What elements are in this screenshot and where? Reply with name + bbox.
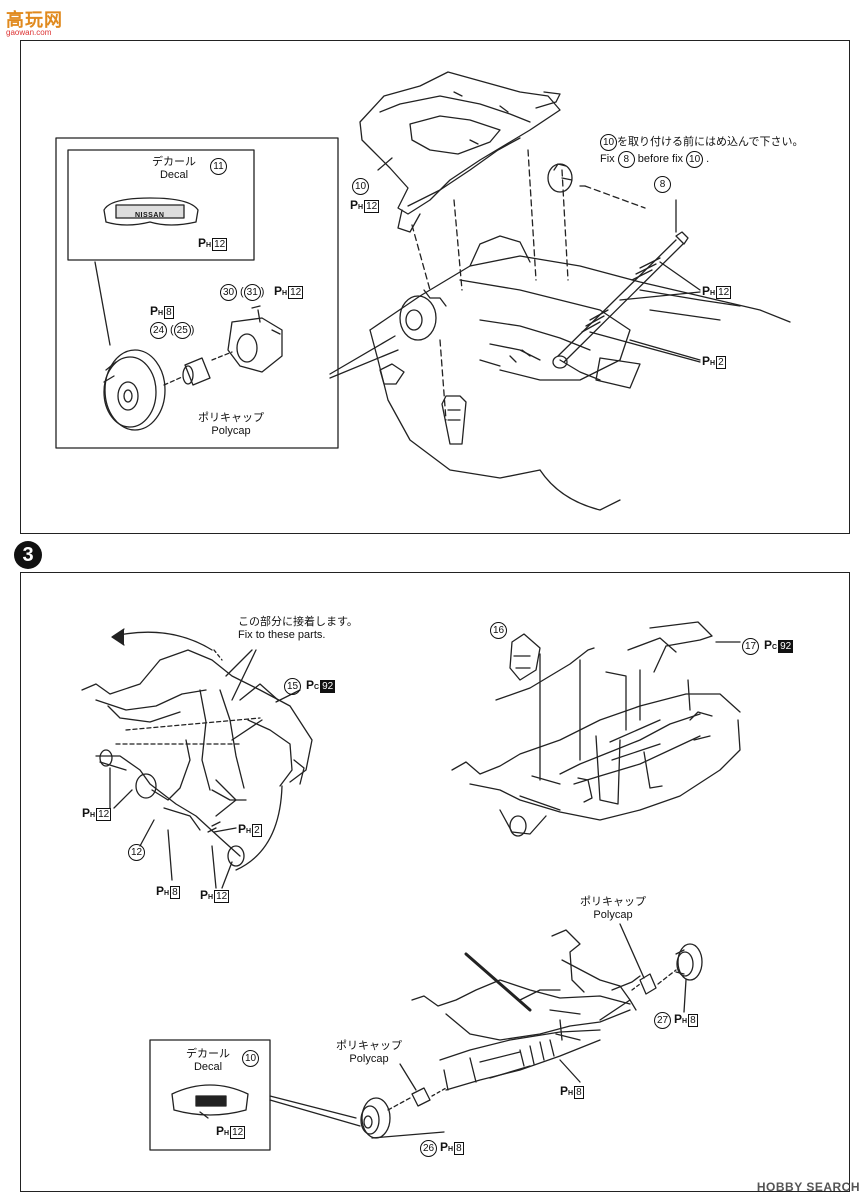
site-logo-sub: gaowan.com [6, 28, 52, 37]
note-part-10-circle: 10 [600, 134, 617, 151]
part-16-label: 16 [490, 622, 507, 639]
decal-lower-number: 10 [242, 1050, 259, 1067]
part-12-label: 12 [128, 844, 145, 861]
part-16-circle: 16 [490, 622, 507, 639]
fix-note-jp: この部分に接着します。 [238, 616, 358, 628]
fix-to-parts-note: この部分に接着します。 Fix to these parts. [238, 616, 358, 642]
polycap-label-lower: ポリキャップ Polycap [336, 1040, 402, 1066]
part-8-label: 8 [654, 176, 671, 193]
part-8-circle: 8 [654, 176, 671, 193]
part-31-circle: 31 [243, 284, 261, 301]
note-part-8-circle: 8 [617, 151, 635, 168]
decal-label-lower: デカール Decal [186, 1048, 230, 1074]
part-24-circle: 24 [150, 322, 167, 339]
part-10-circle: 10 [352, 178, 369, 195]
part-26-circle: 26 [420, 1140, 437, 1157]
part-17-label: 17 [742, 638, 759, 655]
part-27-label: 27 [654, 1012, 671, 1029]
decal-number-circle: 11 [210, 158, 227, 175]
decal-part-number: 11 [210, 158, 227, 175]
polycap-lower-jp: ポリキャップ [336, 1040, 402, 1052]
note-jp-text: を取り付ける前にはめ込んで下さい。 [617, 136, 804, 148]
decal-title-en: Decal [159, 169, 189, 181]
bottom-instruction-panel [20, 572, 850, 1192]
part-10-label: 10 [352, 178, 369, 195]
decal-title-jp: デカール [152, 156, 196, 168]
note-part-10b-circle: 10 [686, 151, 704, 168]
step-number-badge: 3 [14, 541, 42, 569]
decal-logo-text: NISSAN [135, 212, 165, 219]
note-en-before: before fix [637, 153, 684, 165]
fix-note-en: Fix to these parts. [238, 629, 326, 641]
part-25-circle: 25 [173, 322, 191, 339]
polycap-right-en: Polycap [593, 909, 633, 921]
site-logo-main: 高玩网 [6, 10, 63, 30]
decal-lower-en: Decal [193, 1061, 223, 1073]
inset-detail-box [55, 137, 339, 449]
polycap-label-top: ポリキャップ Polycap [198, 412, 264, 438]
part-15-label: 15 [284, 678, 301, 695]
part-15-circle: 15 [284, 678, 301, 695]
decal-lower-number-circle: 10 [242, 1050, 259, 1067]
polycap-jp: ポリキャップ [198, 412, 264, 424]
site-logo: 高玩网 gaowan.com [4, 6, 74, 40]
part-26-label: 26 [420, 1140, 437, 1157]
part-30-31-label: 30 (31) [220, 284, 264, 301]
part-24-25-label: 24 (25) [150, 322, 194, 339]
polycap-lower-en: Polycap [349, 1053, 389, 1065]
part-12-circle: 12 [128, 844, 145, 861]
part-17-circle: 17 [742, 638, 759, 655]
decal-inset-box-lower [149, 1039, 271, 1151]
note-en-fix: Fix [600, 153, 615, 165]
polycap-en: Polycap [211, 425, 251, 437]
part-30-circle: 30 [220, 284, 237, 301]
decal-lower-jp: デカール [186, 1048, 230, 1060]
part-27-circle: 27 [654, 1012, 671, 1029]
hobby-search-watermark: HOBBY SEARCH [756, 1180, 860, 1194]
polycap-label-right: ポリキャップ Polycap [580, 896, 646, 922]
decal-inset-box [67, 149, 255, 261]
polycap-right-jp: ポリキャップ [580, 896, 646, 908]
decal-label-top: デカール Decal [152, 156, 196, 182]
